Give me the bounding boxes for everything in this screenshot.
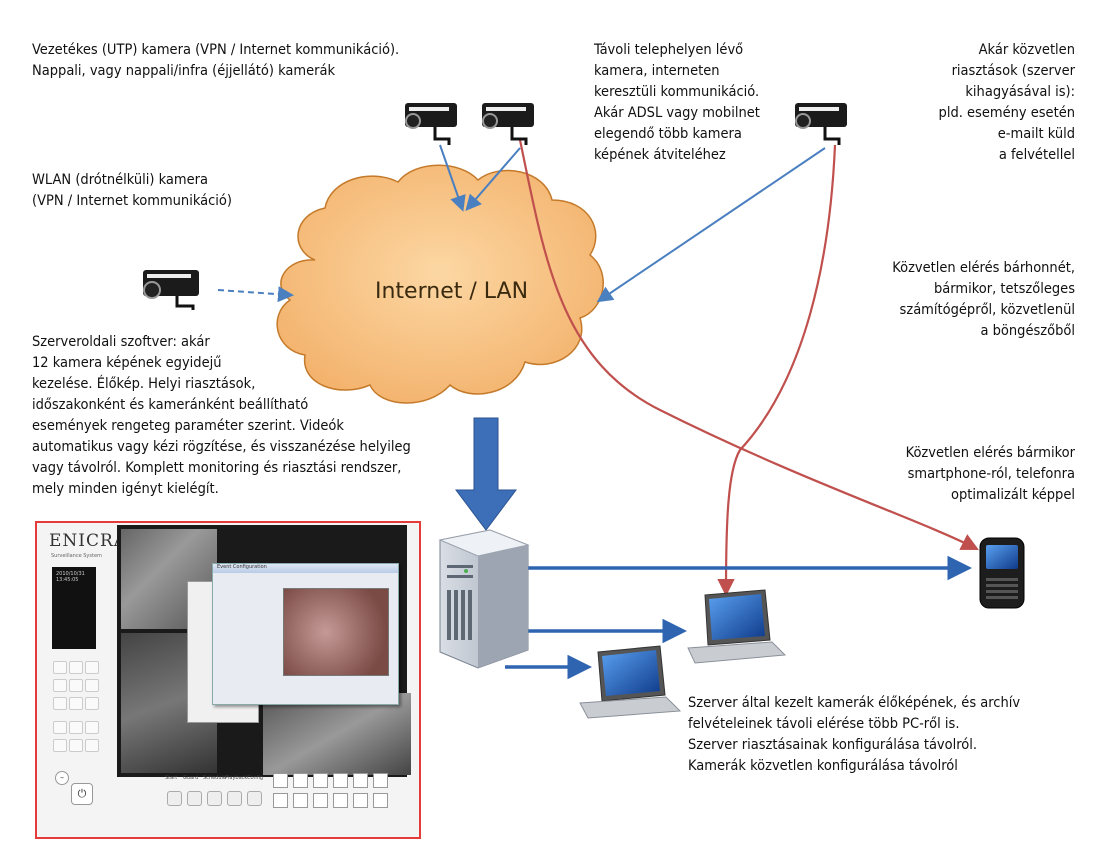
remote-camera-link [596,147,826,303]
camera-icon-3 [795,103,847,145]
cloud-label: Internet / LAN [375,279,528,304]
direct-access-text: Közvetlen elérés bárhonnét, bármikor, te… [892,260,1075,339]
direct-alarm-text: Akár közvetlen riasztások (szerver kihag… [938,42,1075,163]
smartphone-icon [979,537,1025,609]
server-icon [438,529,530,669]
direct-to-smartphone [518,139,979,550]
dialog-preview-image [283,588,389,676]
minus-icon: – [55,771,69,785]
software-subtitle: Surveillance System [51,553,102,559]
camera-icon-2 [482,103,534,145]
software-clock: 2010/10/31 13:45:05 [52,567,96,649]
camera-icon-wlan [143,270,199,310]
camera-icon-1 [405,103,457,145]
camera-feed-3 [263,693,411,775]
wlan-camera-text: WLAN (drótnélküli) kamera (VPN / Interne… [32,172,232,209]
server-client-arrows [505,555,972,680]
layout-grid-buttons [273,773,403,829]
server-pc-access-text: Szerver által kezelt kamerák élőképének,… [688,695,1021,774]
direct-to-laptop [717,144,837,597]
wired-camera-link-2 [465,147,521,212]
software-brand: ENICRA [49,531,128,551]
server-software-text: Szerveroldali szoftver: akár 12 kamera k… [32,334,411,497]
software-dialog-title: Event Configuration [213,564,398,573]
power-icon: ⏻ [71,783,93,805]
big-down-arrow [455,417,517,531]
red-connections [518,139,979,597]
internet-cloud: Internet / LAN [276,164,604,404]
wlan-camera-link [217,286,294,303]
ptz-control-pad [53,661,99,771]
wired-camera-text: Vezetékes (UTP) kamera (VPN / Internet k… [32,42,400,79]
wired-camera-link-1 [439,144,466,212]
laptop-icon-1 [687,589,787,664]
software-toolbar: Start Guard Schedule Playback Config [163,775,267,831]
smartphone-access-text: Közvetlen elérés bármikor smartphone-ról… [905,445,1075,503]
remote-site-text: Távoli telephelyen lévő kamera, internet… [594,42,760,163]
blue-connections [217,144,826,303]
software-dialog: Event Configuration [212,563,399,705]
laptop-icon-2 [579,645,682,719]
software-screenshot: ENICRA Surveillance System 2010/10/31 13… [35,521,421,839]
